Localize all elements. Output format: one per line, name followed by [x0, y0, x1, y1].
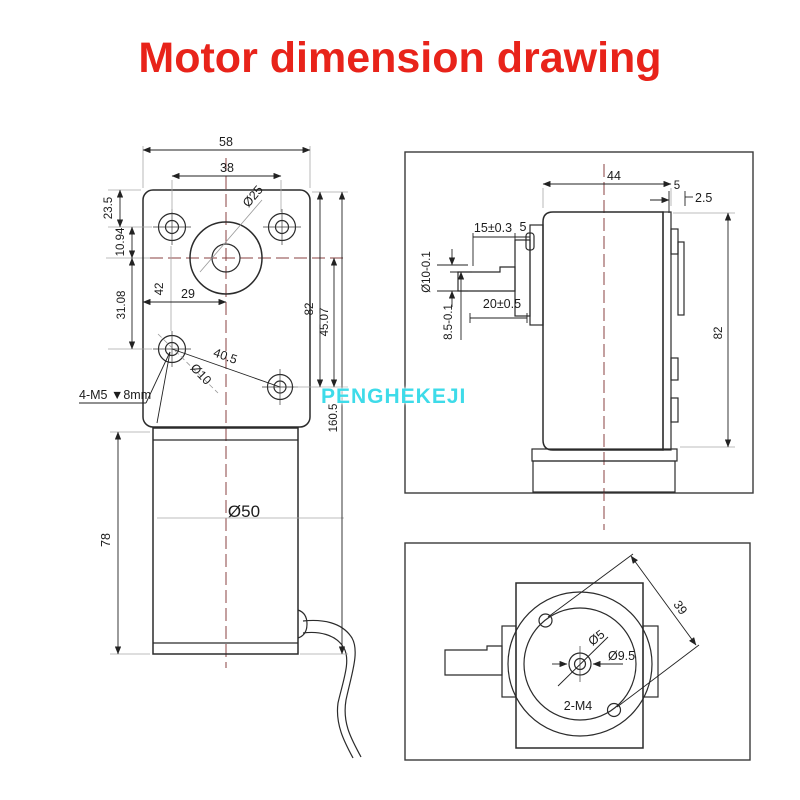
dim-plate-width: 58	[219, 135, 233, 149]
dim-mount-screws: 2-M4	[564, 699, 593, 713]
rear-view: 39 Ø5 Ø9.5 2-M4	[404, 542, 751, 761]
dim-top-to-hole: 23.5	[103, 197, 115, 219]
dim-boss-len: 5	[520, 220, 527, 234]
rear-view-frame	[404, 542, 751, 761]
dim-center-to-lower-hole: 31.08	[116, 291, 128, 320]
side-output-shaft	[457, 266, 516, 292]
motor-can-body	[152, 427, 308, 655]
leader-gear-boss	[199, 199, 263, 273]
motor-wire	[302, 619, 362, 759]
dim-shaft-len: 20±0.5	[483, 297, 521, 311]
rear-mount-hole-2	[606, 702, 622, 718]
rear-mount-hole-1	[538, 613, 553, 628]
dim-hole-span-x: 38	[220, 161, 234, 175]
rear-right-tab	[642, 625, 659, 698]
screw-note-leader1	[145, 351, 171, 404]
dim-hole-column: 42	[154, 283, 166, 296]
dim-gear-boss-dia: Ø25	[240, 183, 266, 210]
rear-output-shaft	[444, 645, 503, 676]
dim-top-to-lower-hole: 82	[304, 303, 316, 316]
dim-center-to-lower-hole-right: 45.07	[319, 308, 331, 337]
dim-shaft-dia: Ø10-0.1	[421, 251, 433, 293]
dim-motor-dia: Ø50	[228, 502, 260, 521]
screw-note-leader2	[156, 351, 171, 424]
rear-outer-circle	[507, 591, 653, 737]
gear-boss-circle	[189, 221, 263, 295]
side-front-flange	[529, 224, 544, 326]
dim-tab-depth: 2.5	[695, 191, 712, 205]
gearbox-plate-outline	[142, 189, 311, 428]
dim-rear-shaft-dia: Ø5	[586, 627, 608, 648]
side-base-block	[532, 460, 676, 493]
dim-cover-tab: 5	[674, 180, 680, 192]
dim-lower-hole-span: 40.5	[212, 346, 240, 367]
dimline-mount-hole-span	[630, 555, 697, 646]
dim-total-length: 160.5	[328, 404, 340, 433]
page-title: Motor dimension drawing	[138, 34, 662, 82]
dim-motor-length: 78	[99, 533, 113, 547]
dim-edge-to-center: 29	[181, 287, 195, 301]
dim-screw-note: 4-M5 ▼8mm	[79, 388, 151, 402]
mount-hole-top-right	[263, 209, 301, 245]
side-gearbox-body	[542, 211, 664, 451]
leader-lower-hole	[157, 333, 219, 394]
dim-shaft-flat-len: 15±0.3	[474, 221, 512, 235]
ext-39-a	[547, 553, 634, 618]
side-view: 44 5 2.5 15±0.3 5 Ø10-0.1 8.5-0.1	[404, 151, 754, 530]
side-view-frame	[404, 151, 754, 494]
dim-body-height: 82	[713, 327, 725, 340]
dim-rear-boss-dia: Ø9.5	[608, 649, 635, 663]
rear-inner-circle	[523, 607, 637, 721]
brand-watermark: PENGHEKEJI	[321, 385, 467, 408]
dim-lower-hole-dia: Ø10	[188, 361, 215, 388]
dim-hole-to-center: 10.94	[115, 227, 127, 256]
dim-gearbox-width: 44	[607, 169, 621, 183]
dim-mount-hole-span: 39	[670, 598, 690, 618]
front-view: 58 38 23.5 10.94 31.08 42 29 Ø25	[79, 135, 362, 759]
dimline-lower-hole-span	[171, 348, 281, 388]
mount-hole-top-left	[153, 209, 191, 245]
dim-shaft-flat-height: 8.5-0.1	[443, 304, 455, 340]
leader-rear-shaft	[557, 636, 609, 687]
side-cover-tabs	[670, 228, 685, 423]
side-cover-plate	[662, 211, 672, 451]
ext-39-b	[616, 644, 700, 708]
wire-grommet	[297, 609, 308, 639]
